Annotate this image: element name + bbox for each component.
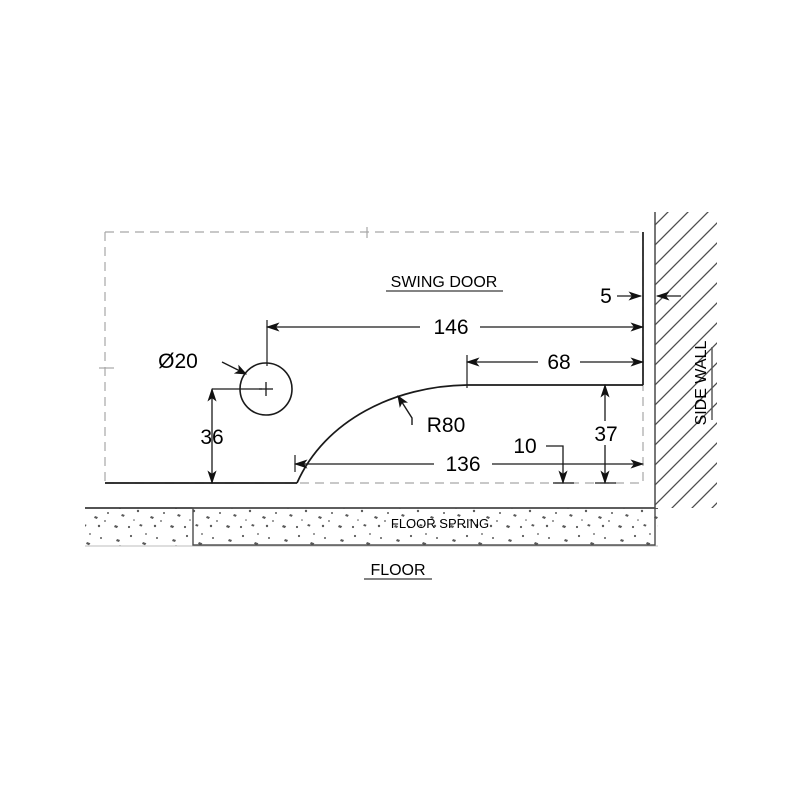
r80-label: R80 — [427, 414, 466, 437]
dia20-leader — [221, 361, 248, 375]
r80-leader — [397, 394, 413, 425]
dim-68-textbg — [538, 349, 580, 373]
dim-37-textbg — [586, 421, 626, 445]
dim-10-label: 10 — [513, 435, 536, 458]
dim-146-textbg — [420, 314, 480, 338]
swing-door-label: SWING DOOR — [391, 274, 498, 291]
floor-label: FLOOR — [370, 562, 425, 579]
side-wall — [654, 212, 717, 508]
dim-68-label: 68 — [547, 351, 570, 374]
floor-spring-label: FLOOR SPRING — [391, 516, 489, 531]
floor-slab — [85, 507, 658, 547]
dim-36 — [207, 387, 262, 485]
floor-spring-box — [192, 507, 656, 546]
dim-37-label: 37 — [594, 423, 617, 446]
dim-136-label: 136 — [445, 453, 480, 476]
dim-10 — [546, 445, 574, 485]
dim-5-label: 5 — [600, 285, 612, 308]
dim-136-textbg — [434, 451, 492, 475]
side-wall-label: SIDE WALL — [693, 341, 710, 426]
dim-36-label: 36 — [200, 426, 223, 449]
side-wall-label-group: SIDE WALL — [693, 341, 713, 426]
dim-146-label: 146 — [433, 316, 468, 339]
dia20-label: Ø20 — [158, 350, 198, 373]
